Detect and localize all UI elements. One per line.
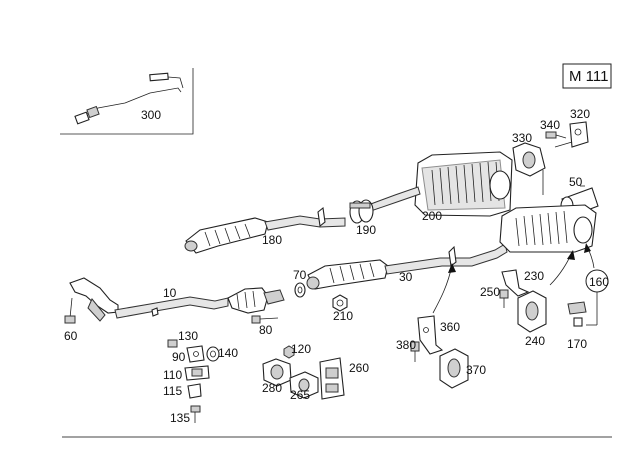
label-260: 260 (349, 361, 369, 375)
bracket-260[interactable] (319, 357, 345, 400)
label-300: 300 (141, 108, 161, 122)
label-60: 60 (64, 329, 78, 343)
label-230: 230 (524, 269, 544, 283)
screw-340[interactable] (545, 131, 567, 139)
catalytic-converter-180[interactable] (184, 206, 346, 254)
label-110: 110 (163, 368, 182, 382)
sensor-inset: 300 (60, 68, 194, 135)
label-170: 170 (567, 337, 587, 351)
label-10: 10 (163, 286, 177, 300)
label-180: 180 (262, 233, 282, 247)
label-210: 210 (333, 309, 353, 323)
engine-code: M 111 (569, 68, 608, 85)
bracket-90[interactable] (186, 345, 205, 363)
label-250: 250 (480, 285, 500, 299)
label-200: 200 (422, 209, 442, 223)
label-330: 330 (512, 131, 532, 145)
rubber-hanger-240[interactable] (517, 290, 547, 333)
label-130: 130 (178, 329, 198, 343)
bolt-120[interactable] (283, 345, 295, 359)
bracket-230[interactable] (501, 269, 530, 297)
clamp-130[interactable] (167, 339, 178, 348)
rubber-mount-280[interactable] (262, 358, 292, 387)
bracket-360[interactable] (417, 315, 444, 355)
label-90: 90 (172, 350, 186, 364)
label-30: 30 (399, 270, 413, 284)
label-70: 70 (293, 268, 307, 282)
label-160: 160 (589, 275, 609, 289)
label-50: 50 (569, 175, 583, 189)
label-360: 360 (440, 320, 460, 334)
front-pipe-10[interactable] (69, 277, 285, 322)
label-320: 320 (570, 107, 590, 121)
label-370: 370 (466, 363, 486, 377)
gasket-70[interactable] (294, 282, 306, 298)
label-80: 80 (259, 323, 273, 337)
clamp-190[interactable] (349, 199, 374, 224)
stud-bolt-60[interactable] (64, 297, 76, 324)
label-265: 265 (290, 388, 310, 402)
label-135: 135 (170, 411, 190, 425)
nut-210[interactable] (332, 294, 348, 312)
bolt-135[interactable] (190, 405, 201, 423)
label-120: 120 (291, 342, 311, 356)
label-240: 240 (525, 334, 545, 348)
bracket-320[interactable] (554, 121, 589, 148)
clip-170[interactable] (567, 301, 587, 327)
oxygen-sensor[interactable] (74, 72, 184, 125)
rubber-mount-330[interactable] (512, 142, 546, 177)
label-115: 115 (163, 384, 182, 398)
intermediate-pipe-30[interactable] (306, 243, 508, 290)
damper-265[interactable] (289, 371, 319, 399)
engine-code-box: M 111 (562, 63, 612, 89)
label-340: 340 (540, 118, 560, 132)
bolt-380[interactable] (410, 341, 420, 362)
label-280: 280 (262, 381, 282, 395)
callout-160: 160 (585, 269, 609, 293)
nut-140[interactable] (206, 346, 220, 362)
bracket-115[interactable] (187, 383, 202, 399)
label-190: 190 (356, 223, 376, 237)
bolt-80[interactable] (251, 315, 279, 324)
rear-muffler-200[interactable] (359, 151, 513, 217)
rubber-hanger-370[interactable] (439, 348, 469, 389)
mount-110[interactable] (184, 365, 210, 381)
bolt-250[interactable] (499, 289, 509, 308)
label-140: 140 (218, 346, 238, 360)
rear-muffler-lower[interactable] (499, 204, 597, 253)
label-380: 380 (396, 338, 416, 352)
